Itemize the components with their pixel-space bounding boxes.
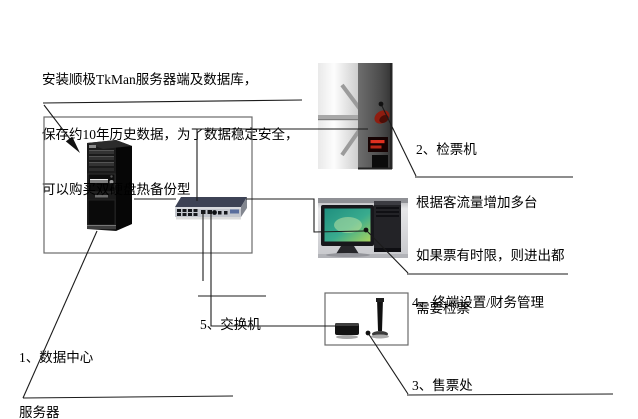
note-line: 服务器 [19, 405, 60, 419]
note-datacenter: 1、数据中心 服务器 如果日流量少于1000人，可采用“ 顺极单板服务器”代替，… [19, 312, 214, 419]
turnstile-gate-image [318, 63, 393, 170]
note-line: 保存约10年历史数据，为了数据稳定安全， [42, 127, 299, 142]
note-line: 4、终端设置/财务管理 [412, 295, 545, 310]
note-line: 可以购买双硬盘热备份型 [42, 182, 191, 197]
ticket-office-devices-image [335, 298, 389, 339]
terminal-pc-image [318, 198, 408, 258]
note-ticket-office: 3、售票处 可采用“顺极单板电脑”代替， 节能节本 [412, 341, 586, 419]
note-line: 1、数据中心 [19, 350, 94, 365]
note-line: 根据客流量增加多台 [416, 195, 538, 210]
label-terminal: 4、终端设置/财务管理 [412, 258, 544, 348]
note-line: 3、售票处 [412, 378, 473, 393]
note-ticket-checker: 2、检票机 根据客流量增加多台 如果票有时限，则进出都 需要检票 [416, 105, 565, 353]
note-line: 如果票有时限，则进出都 [416, 248, 565, 263]
note-server-install: 安装顺极TkMan服务器端及数据库， 保存约10年历史数据，为了数据稳定安全， … [42, 34, 299, 235]
note-line: 需要检票 [416, 301, 470, 316]
note-line: 2、检票机 [416, 142, 477, 157]
note-line: 安装顺极TkMan服务器端及数据库， [42, 72, 258, 87]
